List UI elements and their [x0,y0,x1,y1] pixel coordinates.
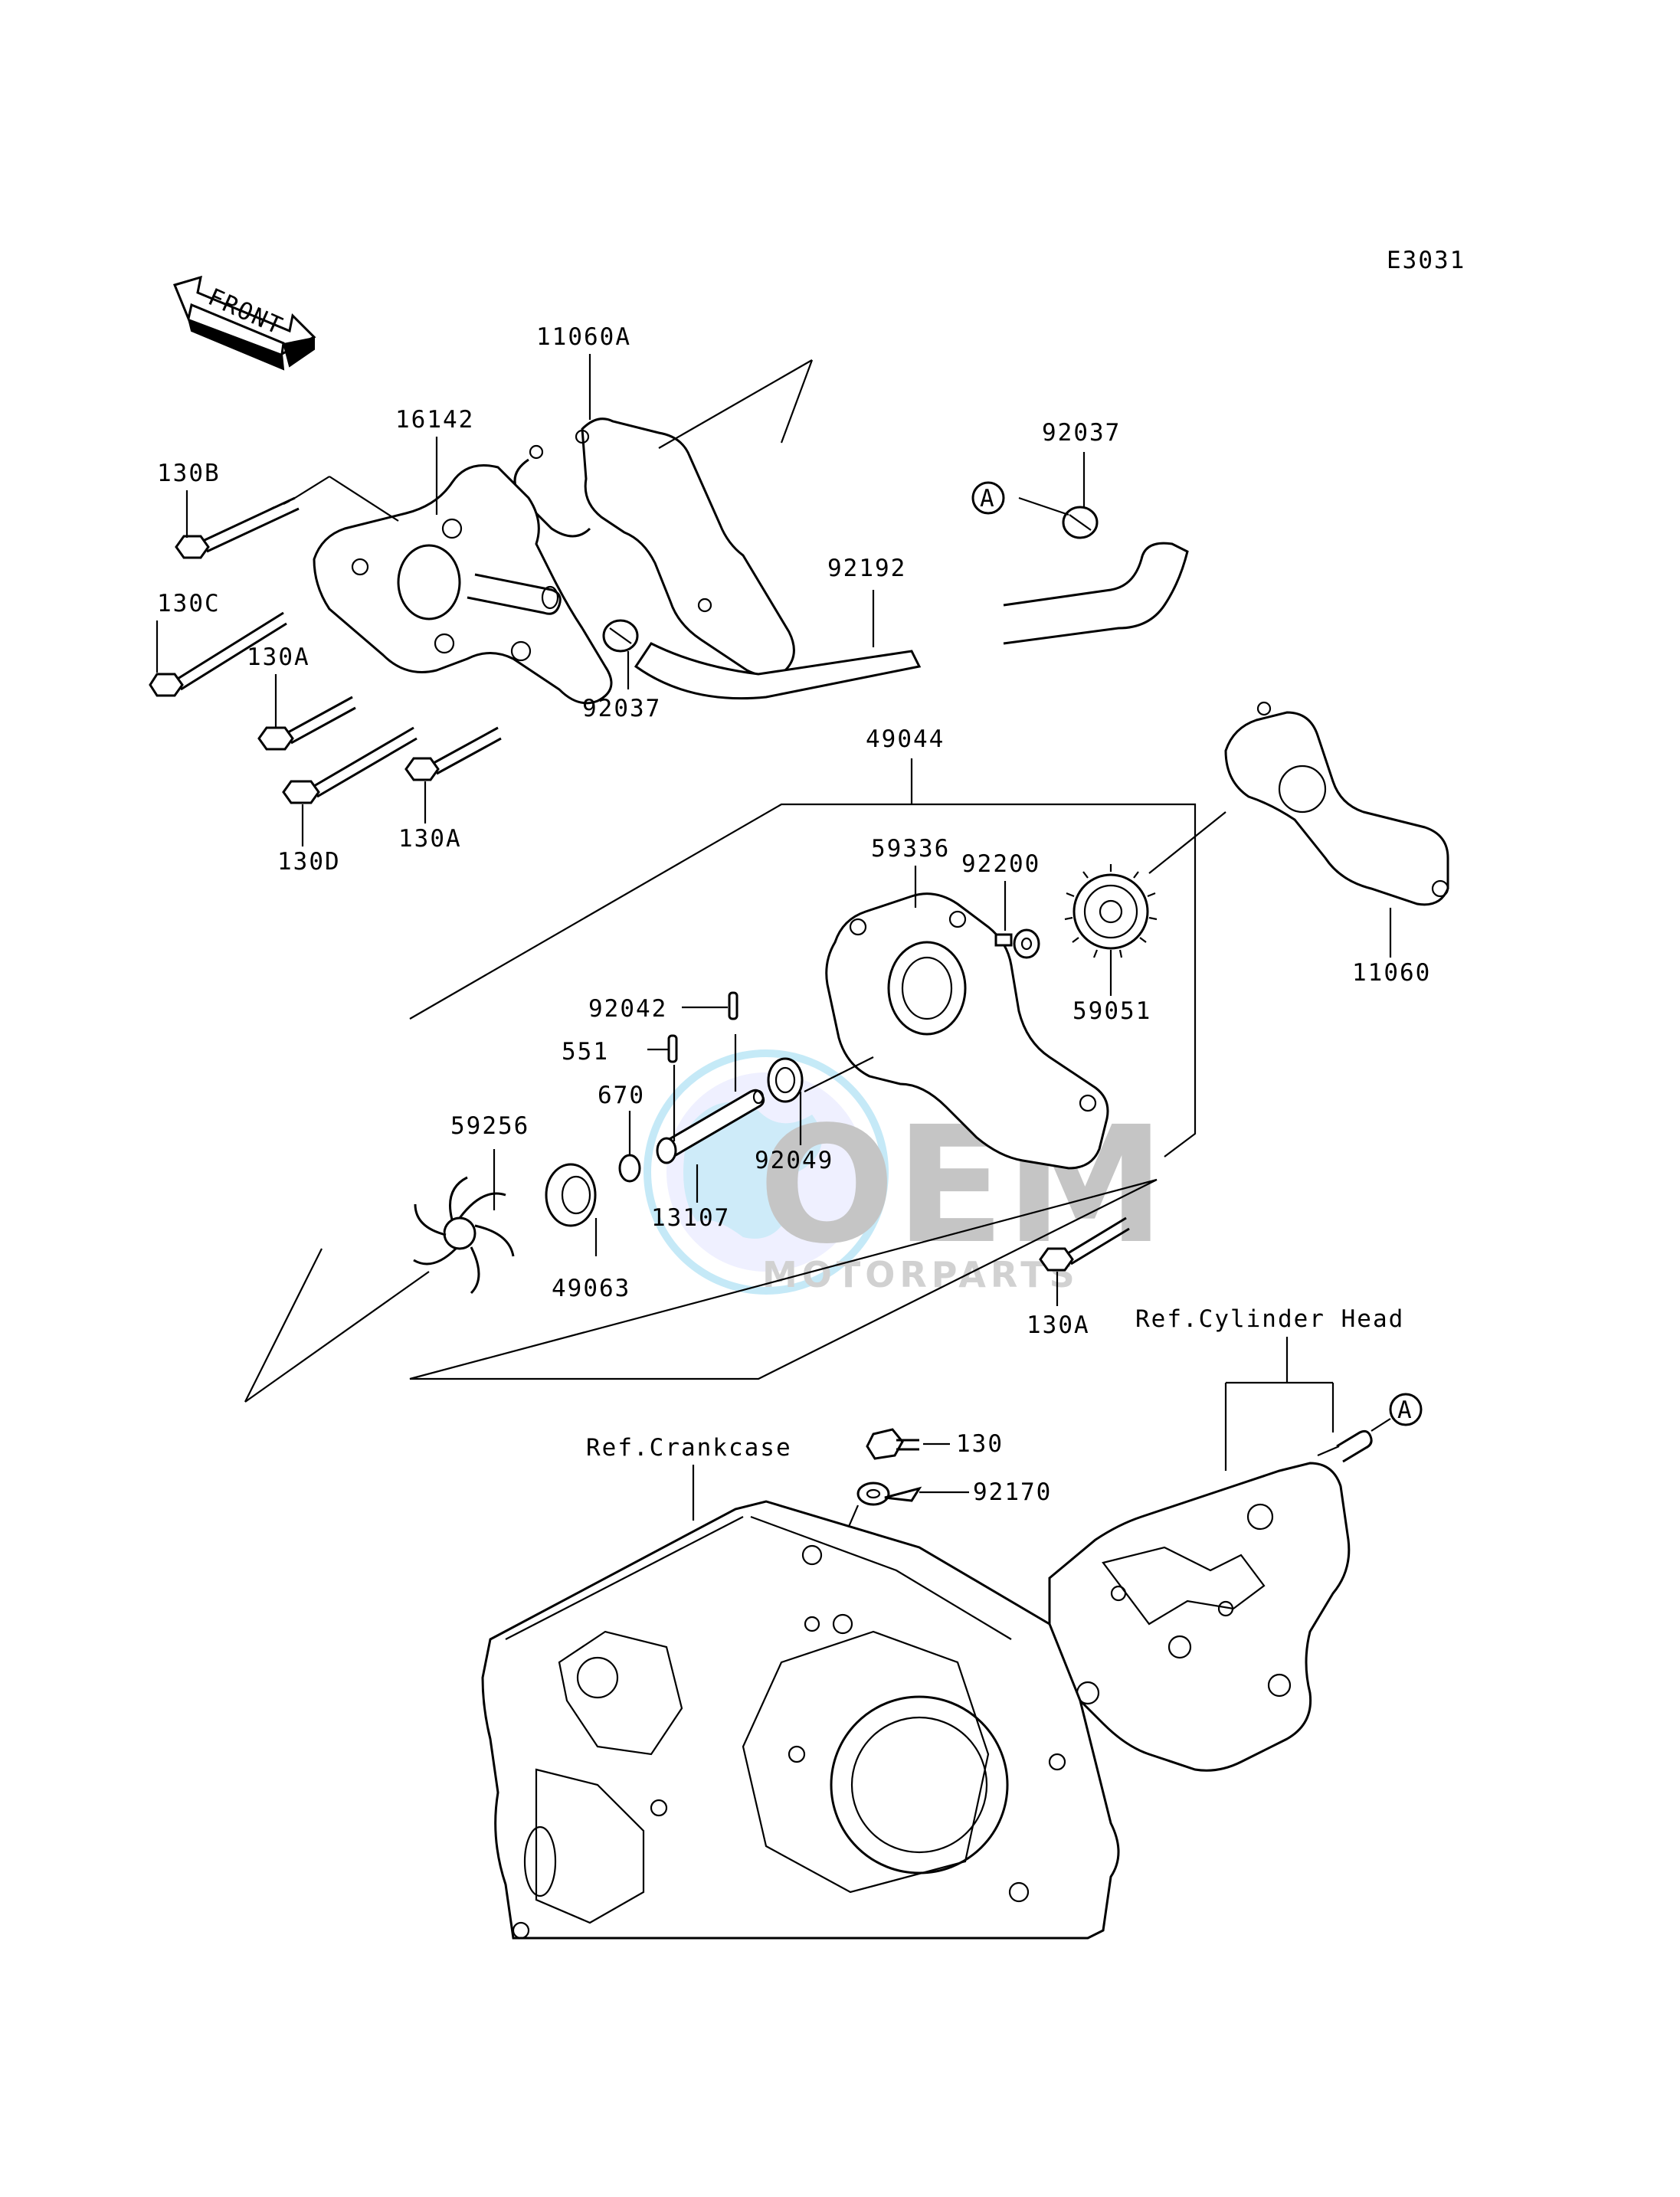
pump-body-59336 [825,892,1109,1170]
callout-92037-lower: 92037 [582,695,661,722]
callout-92192: 92192 [827,555,906,582]
shaft-13107-icon [656,1089,765,1164]
callout-92042: 92042 [588,995,667,1023]
gasket-hole [1431,879,1449,898]
impeller-59256-icon [413,1176,515,1295]
seal-92049-icon [767,1057,804,1103]
cylinder-head [1048,1462,1351,1772]
gasket-hole [1256,701,1272,716]
connector-a-upper: A [971,481,1005,515]
callout-130: 130 [956,1430,1004,1458]
callout-130c: 130C [157,590,221,617]
callout-11060a: 11060A [536,323,631,351]
gasket-hole [529,444,544,460]
leader-line [1148,811,1226,874]
bolt-130d-icon [282,726,418,804]
washer-92200-icon [994,928,1040,959]
callout-130d: 130D [277,848,341,876]
watermark-sub: MOTORPARTS [762,1254,1079,1295]
gear-59051-icon [1064,864,1158,958]
clamp-92037-upper-icon [1062,506,1099,539]
connector-a-upper-label: A [980,485,996,512]
callout-92037-upper: 92037 [1042,419,1121,447]
callout-16142: 16142 [395,406,474,434]
washer-92170-icon [856,1482,922,1506]
callout-92200: 92200 [961,850,1040,878]
callout-130a-2: 130A [398,825,462,853]
callout-49063: 49063 [552,1275,630,1302]
callout-551: 551 [562,1038,609,1066]
callout-59336: 59336 [871,835,950,863]
leader-lines-upper [156,354,1086,846]
callout-130b: 130B [157,460,221,487]
ref-crankcase: Ref.Crankcase [586,1434,792,1462]
clamp-92037-lower-icon [602,619,639,653]
leader-cylinder-head [1224,1337,1335,1471]
connector-a-lower-label: A [1397,1396,1413,1424]
callout-92170: 92170 [973,1478,1052,1506]
callout-49044: 49044 [866,725,945,753]
bolt-130a-icon [404,726,502,781]
bolt-130a-icon [1039,1216,1130,1272]
pump-cover-16142 [313,464,613,705]
bolt-130-icon [866,1428,919,1460]
callout-59051: 59051 [1073,997,1151,1025]
assembly-box-49044 [409,803,1197,1380]
diagram-code: E3031 [1387,247,1465,274]
callout-59256: 59256 [450,1112,529,1140]
bolt-130a-icon [257,696,356,751]
hose-92192 [634,542,1189,700]
callout-670: 670 [598,1082,645,1109]
gasket-hole [575,429,590,444]
bolt-130c-icon [149,611,287,697]
pin-92042-icon [728,991,738,1020]
o-ring-670-icon [618,1154,641,1183]
gasket-11060 [1224,711,1449,906]
gasket-hole [697,598,712,613]
callout-130a-3: 130A [1027,1311,1090,1339]
callout-92049: 92049 [755,1147,833,1174]
leader-line [658,359,813,449]
mechanical-seal-49063-icon [545,1163,597,1227]
ref-cylinder-head: Ref.Cylinder Head [1135,1305,1404,1333]
pin-551-icon [667,1034,678,1063]
callout-130a-1: 130A [247,643,310,671]
nipple-fitting-icon [1317,1418,1391,1463]
bolt-130b-icon [175,496,300,559]
callout-11060: 11060 [1352,959,1431,987]
leader-lines-lower [244,1006,1059,1403]
connector-a-lower: A [1389,1393,1423,1426]
leader-line [780,359,814,444]
callout-13107: 13107 [651,1204,730,1232]
front-arrow-icon: FRONT [172,275,316,371]
gasket-11060-bore [1278,765,1327,814]
crankcase [481,1500,1120,1940]
